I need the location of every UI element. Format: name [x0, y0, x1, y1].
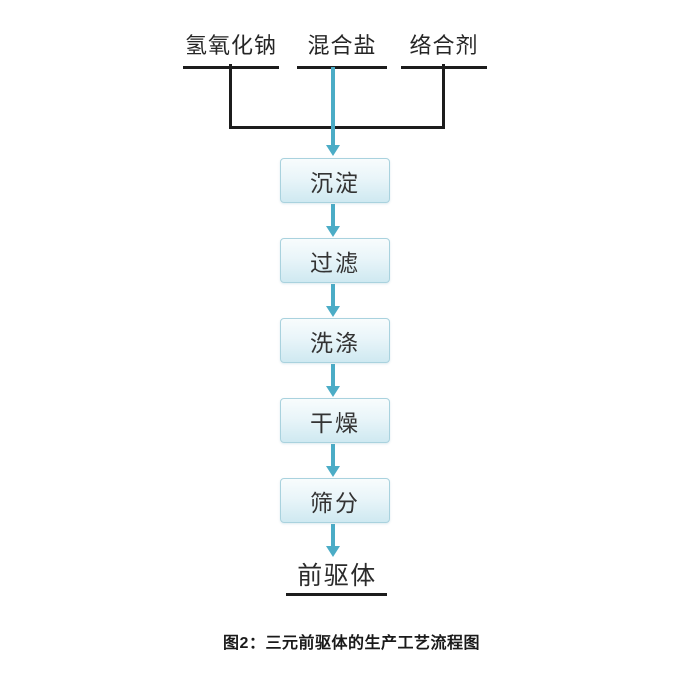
- connector-line-horizontal: [229, 126, 445, 129]
- input-label-complexing-agent: 络合剂: [401, 28, 487, 69]
- figure-caption: 图2：三元前驱体的生产工艺流程图: [223, 635, 480, 652]
- process-step-label: 洗涤: [310, 329, 360, 356]
- process-step-label: 沉淀: [310, 169, 360, 196]
- output-label-precursor: 前驱体: [297, 562, 377, 590]
- down-arrow-icon: [326, 284, 340, 317]
- process-step-box-washing: 洗涤: [280, 318, 390, 363]
- connector-line-left: [229, 64, 232, 128]
- process-step-box-sieving: 筛分: [280, 478, 390, 523]
- process-step-box-filtration: 过滤: [280, 238, 390, 283]
- input-label-mixed-salt: 混合盐: [297, 28, 387, 69]
- down-arrow-icon: [326, 364, 340, 397]
- input-label-sodium-hydroxide: 氢氧化钠: [183, 28, 279, 69]
- down-arrow-icon: [326, 524, 340, 557]
- output-underline: [286, 593, 387, 596]
- connector-line-right: [442, 64, 445, 128]
- down-arrow-icon: [326, 67, 340, 156]
- down-arrow-icon: [326, 204, 340, 237]
- process-step-box-drying: 干燥: [280, 398, 390, 443]
- process-step-box-precipitation: 沉淀: [280, 158, 390, 203]
- process-step-label: 筛分: [310, 489, 360, 516]
- process-step-label: 干燥: [310, 409, 360, 436]
- process-step-label: 过滤: [310, 249, 360, 276]
- down-arrow-icon: [326, 444, 340, 477]
